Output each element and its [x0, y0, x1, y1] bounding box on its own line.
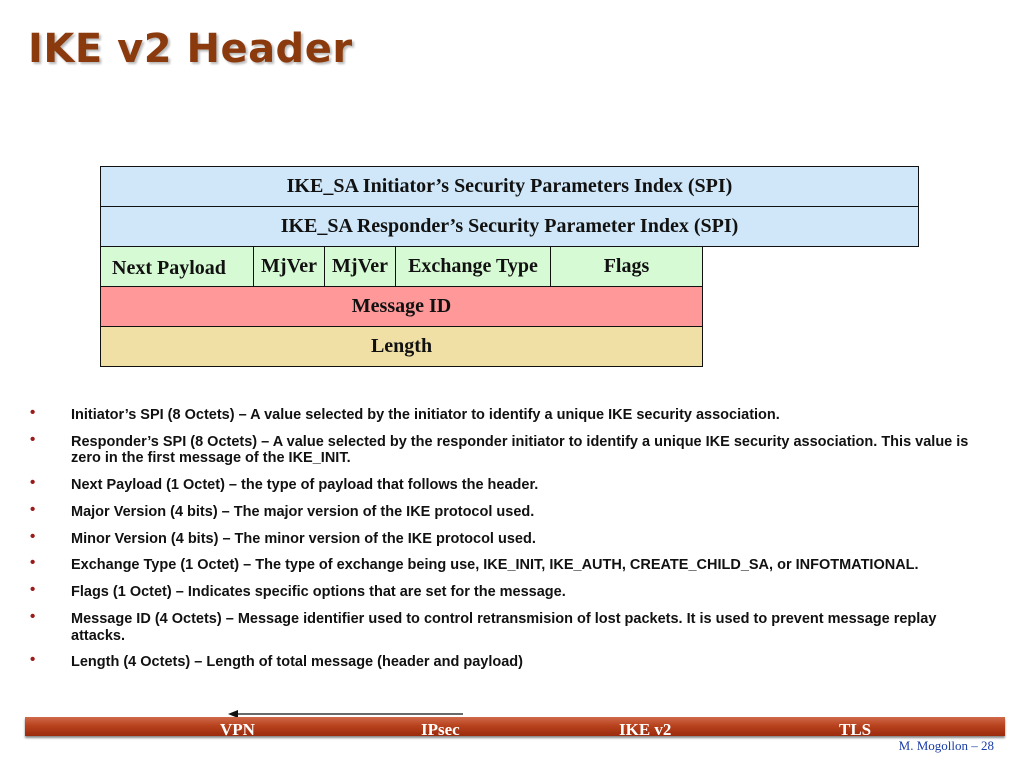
list-item: •Next Payload (1 Octet) – the type of pa…: [30, 474, 539, 494]
next-payload-field: Next Payload: [100, 246, 254, 287]
slide-footer: M. Mogollon – 28: [898, 738, 994, 753]
bullet-icon: •: [30, 500, 36, 518]
list-item: •Minor Version (4 bits) – The minor vers…: [30, 527, 536, 547]
length-field: Length: [100, 326, 703, 367]
bullet-icon: •: [30, 404, 36, 421]
back-arrow-icon[interactable]: [228, 708, 463, 720]
list-item: •Exchange Type (1 Octet) – The type of e…: [30, 554, 919, 574]
list-item: •Flags (1 Octet) – Indicates specific op…: [30, 581, 566, 601]
list-item: •Major Version (4 bits) – The major vers…: [30, 500, 535, 520]
minor-version-field: MjVer: [324, 246, 396, 287]
nav-item-ipsec[interactable]: IPsec: [421, 720, 460, 739]
responder-spi-field: IKE_SA Responder’s Security Parameter In…: [100, 206, 919, 247]
bullet-icon: •: [30, 527, 36, 545]
list-item: •Initiator’s SPI (8 Octets) – A value se…: [30, 404, 780, 423]
bullet-icon: •: [30, 554, 36, 572]
field-descriptions-list: •Initiator’s SPI (8 Octets) – A value se…: [30, 404, 980, 681]
bullet-icon: •: [30, 581, 36, 599]
bullet-icon: •: [30, 651, 36, 669]
nav-item-vpn[interactable]: VPN: [220, 720, 255, 739]
list-item: •Message ID (4 Octets) – Message identif…: [30, 608, 937, 644]
section-nav-bar: [25, 717, 1005, 736]
slide-title: IKE v2 Header: [28, 26, 353, 72]
exchange-type-field: Exchange Type: [395, 246, 551, 287]
message-id-field: Message ID: [100, 286, 703, 327]
flags-field: Flags: [550, 246, 703, 287]
list-item: •Responder’s SPI (8 Octets) – A value se…: [30, 430, 969, 467]
bullet-icon: •: [30, 474, 36, 492]
list-item: •Length (4 Octets) – Length of total mes…: [30, 651, 523, 671]
nav-item-tls[interactable]: TLS: [839, 720, 872, 739]
major-version-field: MjVer: [253, 246, 325, 287]
nav-item-ike-v2[interactable]: IKE v2: [619, 720, 672, 739]
bullet-icon: •: [30, 608, 36, 626]
initiator-spi-field: IKE_SA Initiator’s Security Parameters I…: [100, 166, 919, 207]
bullet-icon: •: [30, 430, 36, 448]
